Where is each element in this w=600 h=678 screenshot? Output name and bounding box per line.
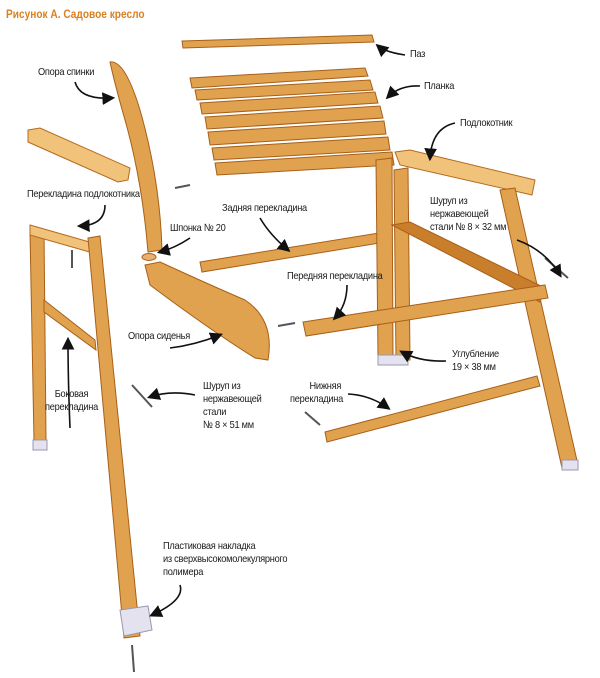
armrest-left: [27, 127, 131, 183]
label-line: Нижняя: [309, 380, 342, 392]
label-groove: Паз: [410, 48, 426, 60]
label-line: Шуруп из: [203, 380, 241, 392]
label-screw-51: Шуруп из нержавеющей стали № 8 × 51 мм: [203, 380, 262, 432]
left-side-frame: [29, 224, 141, 639]
label-side-crossbar: Боковая перекладина: [45, 388, 98, 414]
label-slat: Планка: [424, 80, 455, 92]
seat-support: [144, 261, 270, 361]
label-line: перекладина: [290, 393, 343, 405]
groove-rail: [181, 34, 375, 49]
label-line: нержавеющей: [203, 393, 262, 405]
right-side-frame: [375, 149, 579, 471]
label-line: стали № 8 × 32 мм: [430, 221, 507, 233]
label-armrest: Подлокотник: [460, 117, 513, 129]
label-armrest-crossbar: Перекладина подлокотника: [27, 188, 140, 200]
label-line: перекладина: [45, 401, 98, 413]
label-front-crossbar: Передняя перекладина: [287, 270, 383, 282]
dowel: [141, 253, 157, 261]
label-screw-32: Шуруп из нержавеющей стали № 8 × 32 мм: [430, 195, 506, 234]
leader-arrows: [61, 43, 562, 617]
label-rear-crossbar: Задняя перекладина: [222, 202, 307, 214]
label-line: 19 × 38 мм: [452, 361, 496, 373]
label-line: Углубление: [452, 348, 499, 360]
front-crossbar: [302, 284, 549, 337]
back-slats: [189, 67, 395, 176]
label-line: Боковая: [54, 388, 89, 400]
lower-crossbar: [324, 375, 541, 443]
figure-title: Рисунок А. Садовое кресло: [6, 9, 145, 21]
label-recess: Углубление 19 × 38 мм: [452, 348, 499, 374]
label-line: № 8 × 51 мм: [203, 419, 254, 431]
label-line: стали: [203, 406, 227, 418]
label-lower-crossbar: Нижняя перекладина: [290, 380, 343, 406]
label-dowel: Шпонка № 20: [170, 222, 226, 234]
rear-crossbar: [199, 231, 387, 273]
label-plastic-pad: Пластиковая накладка из сверхвысокомолек…: [163, 540, 287, 579]
label-seat-support: Опора сиденья: [128, 330, 190, 342]
label-line: полимера: [163, 566, 204, 578]
back-support: [109, 61, 163, 253]
label-line: Шуруп из: [430, 195, 468, 207]
plastic-pad: [119, 605, 153, 637]
label-back-support: Опора спинки: [38, 66, 95, 78]
label-line: Пластиковая накладка: [163, 540, 256, 552]
label-line: нержавеющей: [430, 208, 489, 220]
label-line: из сверхвысокомолекулярного: [163, 553, 288, 565]
